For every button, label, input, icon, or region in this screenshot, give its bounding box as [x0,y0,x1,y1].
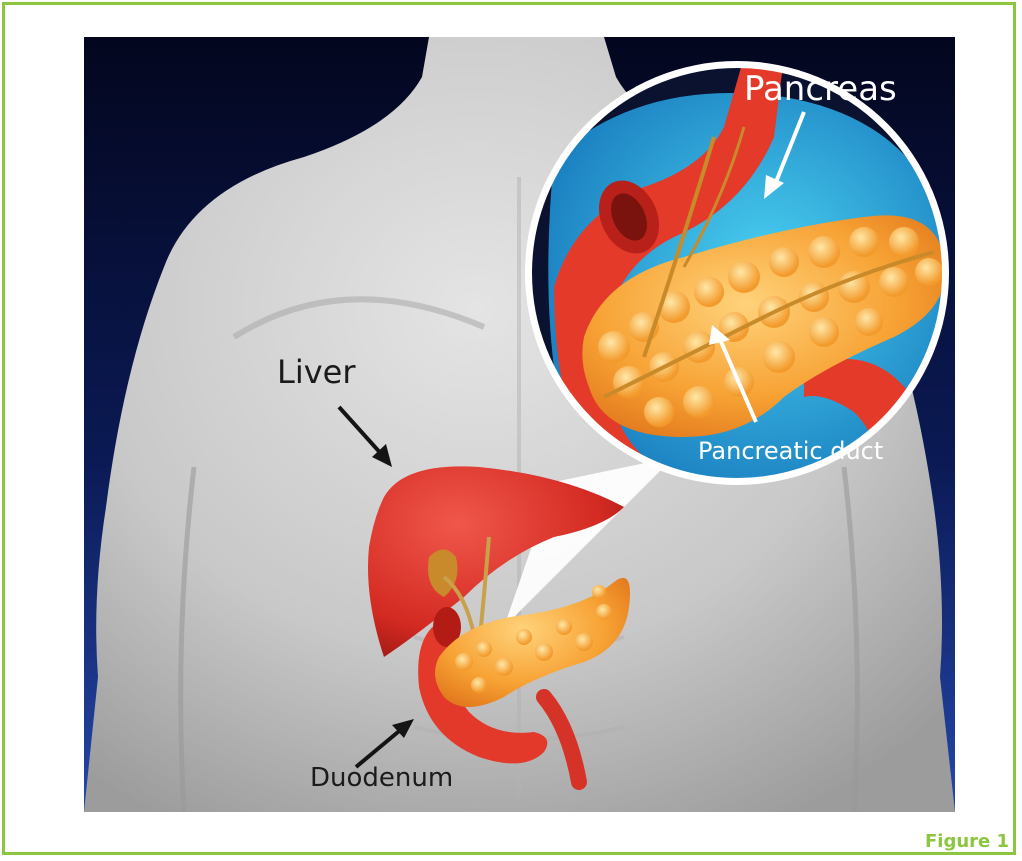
label-duodenum: Duodenum [310,763,453,793]
anatomy-svg [84,37,955,812]
figure-caption: Figure 1 [925,831,1009,852]
label-pancreas: Pancreas [744,69,897,109]
anatomy-illustration [84,37,955,812]
label-liver: Liver [277,353,356,391]
label-pancreatic-duct: Pancreatic duct [698,437,883,465]
